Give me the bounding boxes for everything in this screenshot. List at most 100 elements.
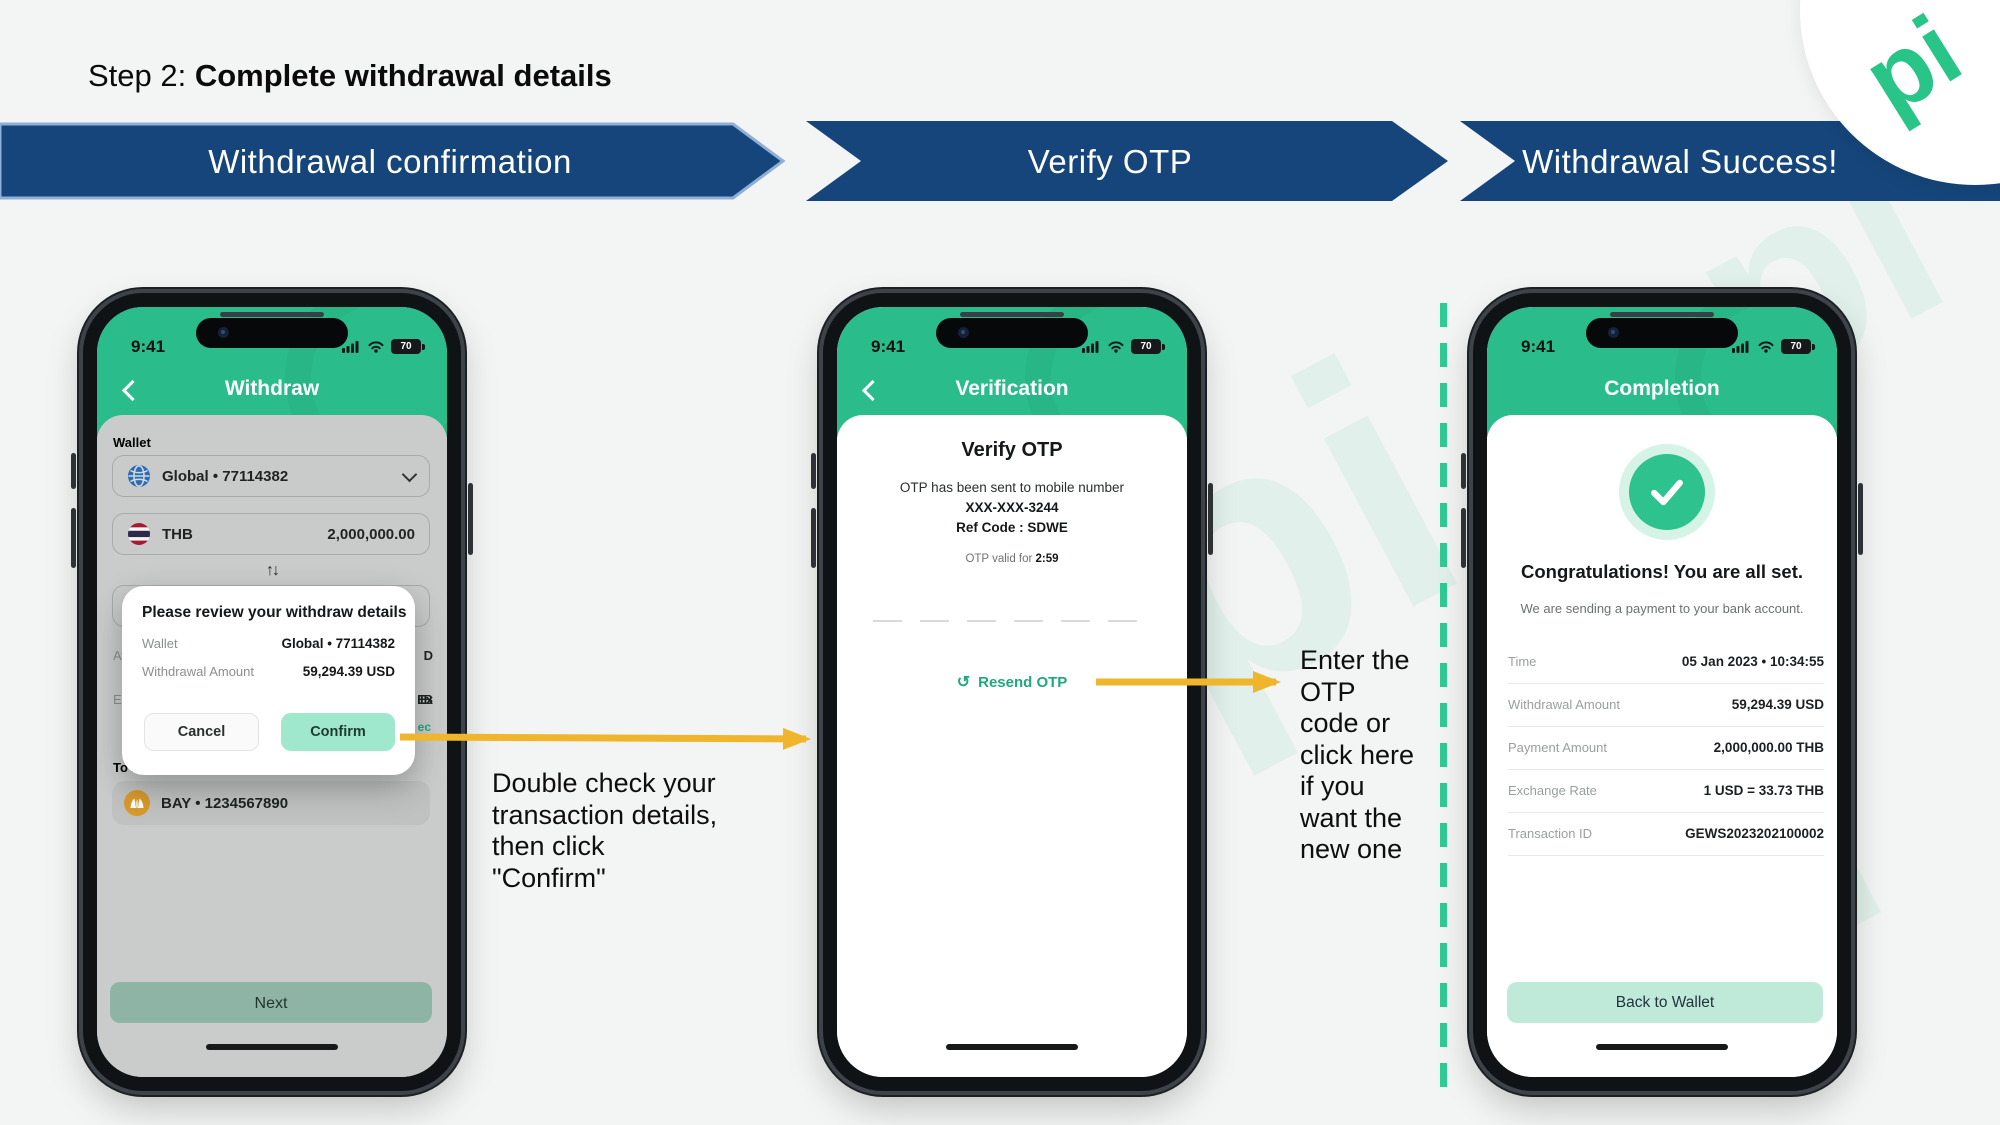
otp-digit-slot[interactable] <box>967 620 996 622</box>
success-check-halo <box>1619 444 1715 540</box>
otp-digit-slot[interactable] <box>873 620 902 622</box>
volume-button <box>1461 508 1466 568</box>
resend-otp-link[interactable]: ↺ Resend OTP <box>837 672 1187 692</box>
status-icons: 70 <box>1082 339 1165 354</box>
page-title: Step 2: Complete withdrawal details <box>88 58 612 94</box>
detail-label: Exchange Rate <box>1508 783 1597 798</box>
banner-step-2-shape <box>806 121 1448 201</box>
globe-icon <box>128 465 150 487</box>
status-icons: 70 <box>342 339 425 354</box>
confirm-button[interactable]: Confirm <box>281 713 395 751</box>
verification-screen: 9:41 70 Verification Verify OTP OTP has … <box>837 307 1187 1077</box>
detail-row-time: Time 05 Jan 2023 • 10:34:55 <box>1508 640 1824 684</box>
otp-note-line: if you <box>1300 771 1365 801</box>
amount-value: 2,000,000.00 <box>327 525 415 543</box>
speaker-slit <box>1610 312 1714 317</box>
otp-note-line: code or <box>1300 708 1391 738</box>
modal-row-label: Withdrawal Amount <box>142 664 254 679</box>
phone-withdraw: 9:41 70 Withdraw Wallet Global • 7711438… <box>71 293 473 1091</box>
detail-value: 1 USD = 33.73 THB <box>1703 783 1824 798</box>
signal-icon <box>1082 341 1099 353</box>
volume-button <box>811 453 816 489</box>
status-icons: 70 <box>1732 339 1815 354</box>
home-indicator[interactable] <box>946 1044 1078 1050</box>
bank-account-row[interactable]: BAY • 1234567890 <box>112 781 430 825</box>
ref-code: Ref Code : SDWE <box>956 520 1068 535</box>
modal-row-label: Wallet <box>142 636 178 651</box>
modal-row-value: 59,294.39 USD <box>302 664 395 679</box>
camera-icon <box>1608 327 1619 338</box>
volume-button <box>71 508 76 568</box>
header-title: Withdraw <box>224 377 320 400</box>
thai-flag-icon <box>128 523 150 545</box>
next-button[interactable]: Next <box>110 982 432 1023</box>
home-indicator[interactable] <box>206 1044 338 1050</box>
modal-title: Please review your withdraw details <box>142 604 407 621</box>
banner-step-3-label: Withdrawal Success! <box>1522 143 1838 180</box>
battery-icon: 70 <box>1781 339 1815 354</box>
otp-digit-slot[interactable] <box>920 620 949 622</box>
home-indicator[interactable] <box>1596 1044 1728 1050</box>
congrats-title: Congratulations! You are all set. <box>1520 561 1803 582</box>
otp-input[interactable] <box>873 620 1137 622</box>
wifi-icon <box>1758 341 1774 353</box>
step-title: Complete withdrawal details <box>194 58 612 93</box>
currency-amount-field[interactable]: THB 2,000,000.00 <box>112 513 430 555</box>
status-time: 9:41 <box>871 337 906 356</box>
otp-note-line: want the <box>1300 802 1403 833</box>
refresh-icon: ↺ <box>956 674 971 691</box>
bank-account-value: BAY • 1234567890 <box>161 794 289 812</box>
detail-value: GEWS2023202100002 <box>1685 826 1824 841</box>
review-modal: Please review your withdraw details Wall… <box>122 586 415 775</box>
phone-verification: 9:41 70 Verification Verify OTP OTP has … <box>811 293 1213 1091</box>
power-button <box>1208 483 1213 555</box>
power-button <box>1858 483 1863 555</box>
otp-digit-slot[interactable] <box>1014 620 1043 622</box>
otp-valid-time: 2:59 <box>1035 553 1059 565</box>
otp-digit-slot[interactable] <box>1108 620 1137 622</box>
detail-label: Withdrawal Amount <box>1508 697 1620 712</box>
banner-step-2-label: Verify OTP <box>1027 143 1193 180</box>
wallet-value: Global • 77114382 <box>162 467 289 485</box>
otp-note-line: Enter the <box>1300 645 1410 675</box>
verification-card <box>837 415 1187 1077</box>
wifi-icon <box>368 341 384 353</box>
confirm-note: Double check your transaction details, t… <box>492 768 717 894</box>
bank-logo-bay-icon <box>124 790 150 816</box>
otp-note-line: OTP <box>1300 676 1356 707</box>
confirm-note-line: then click <box>492 831 605 861</box>
speaker-slit <box>220 312 324 317</box>
otp-note-line: click here <box>1300 739 1415 770</box>
detail-row-payment: Payment Amount 2,000,000.00 THB <box>1508 726 1824 770</box>
confirm-note-line: transaction details, <box>492 799 718 830</box>
detail-row-rate: Exchange Rate 1 USD = 33.73 THB <box>1508 769 1824 813</box>
exchange-value-fragment2: IB <box>420 692 433 707</box>
detail-value: 2,000,000.00 THB <box>1713 740 1824 755</box>
resend-otp-label: Resend OTP <box>978 674 1068 691</box>
swap-icon[interactable]: ↑↓ <box>266 562 280 579</box>
banner-step-1-shape <box>0 122 786 200</box>
otp-note-line: new one <box>1300 834 1403 864</box>
volume-button <box>811 508 816 568</box>
power-button <box>468 483 473 555</box>
otp-sent-text: OTP has been sent to mobile number <box>899 480 1125 495</box>
detail-value: 59,294.39 USD <box>1731 697 1824 712</box>
success-check-icon <box>1629 454 1705 530</box>
countdown-fragment: ec <box>417 720 431 734</box>
back-to-wallet-button[interactable]: Back to Wallet <box>1507 982 1823 1023</box>
status-time: 9:41 <box>1521 337 1556 356</box>
notch <box>1586 318 1738 348</box>
otp-note: Enter the OTP code or click here if you … <box>1300 645 1414 866</box>
otp-digit-slot[interactable] <box>1061 620 1090 622</box>
wallet-select[interactable]: Global • 77114382 <box>112 455 430 497</box>
volume-button <box>71 453 76 489</box>
modal-row-value: Global • 77114382 <box>281 636 395 651</box>
cancel-button[interactable]: Cancel <box>144 713 259 751</box>
confirm-note-line: "Confirm" <box>492 862 606 893</box>
banner-step-1-label: Withdrawal confirmation <box>208 143 572 180</box>
confirm-note-line: Double check your <box>492 768 716 798</box>
detail-label: Payment Amount <box>1508 740 1607 755</box>
congrats-subtext: We are sending a payment to your bank ac… <box>1520 601 1804 616</box>
verify-otp-title: Verify OTP <box>961 439 1063 461</box>
